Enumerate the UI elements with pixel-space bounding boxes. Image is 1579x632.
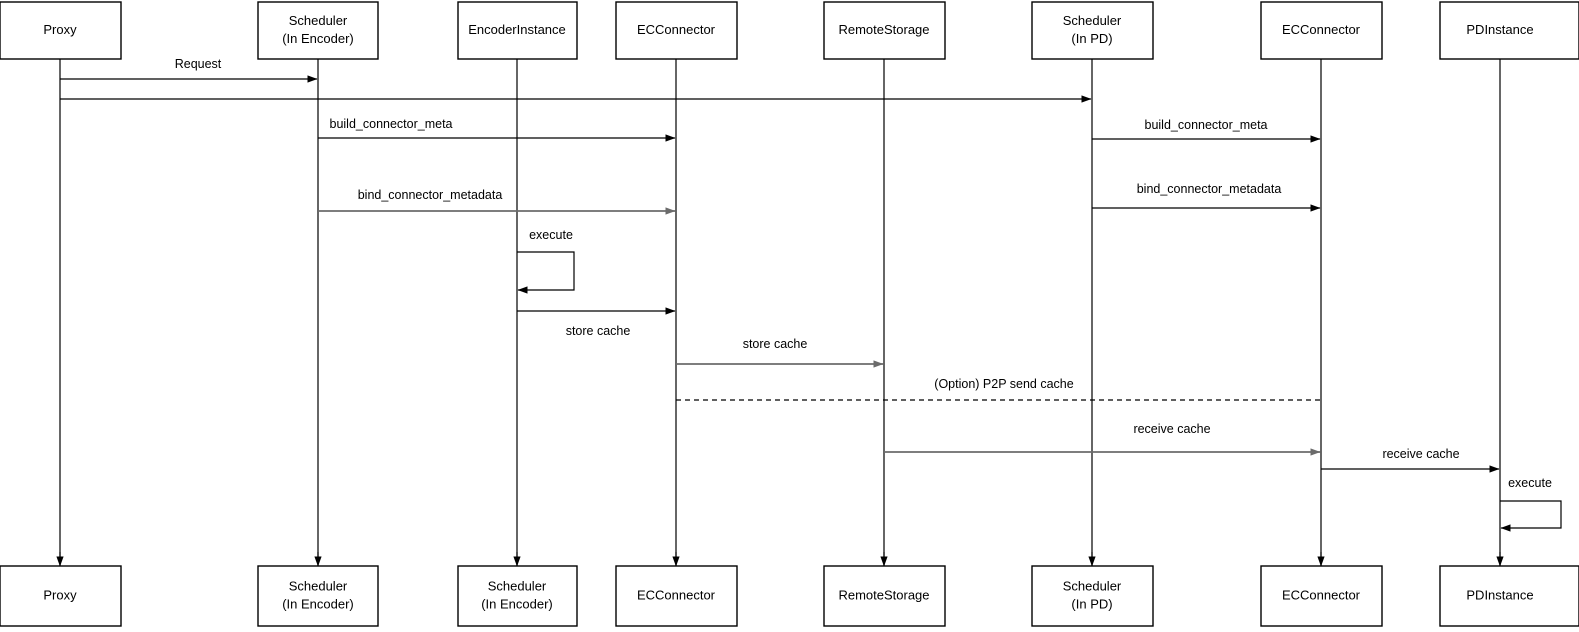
participant-label: ECConnector [1282, 587, 1361, 602]
participant-sublabel: (In PD) [1071, 596, 1112, 611]
participant-remote_storage-top[interactable]: RemoteStorage [823, 1, 946, 60]
message-m5[interactable]: bind_connector_metadata [318, 188, 676, 215]
messages-layer: Request build_connector_meta build_connect… [60, 57, 1500, 473]
participant-encoder_instance-bottom[interactable]: Scheduler (In Encoder) [457, 565, 578, 627]
participant-box [1260, 565, 1383, 627]
self-message-s2[interactable]: execute [1500, 476, 1562, 532]
participant-pd_instance-bottom[interactable]: PDInstance [1439, 565, 1579, 627]
participant-remote_storage-bottom[interactable]: RemoteStorage [823, 565, 946, 627]
message-m4[interactable]: build_connector_meta [1092, 118, 1321, 143]
self-message-label: execute [1508, 476, 1552, 490]
message-label: store cache [743, 337, 808, 351]
self-messages-layer: execute execute [517, 228, 1562, 532]
message-m11[interactable]: receive cache [1321, 447, 1500, 473]
participant-box [0, 1, 122, 60]
participant-label: ECConnector [637, 22, 716, 37]
participant-sublabel: (In PD) [1071, 31, 1112, 46]
message-label: bind_connector_metadata [358, 188, 503, 202]
participant-box [1439, 1, 1579, 60]
participant-label: Scheduler [1063, 578, 1122, 593]
participant-sublabel: (In Encoder) [282, 596, 354, 611]
participant-proxy-bottom[interactable]: Proxy [0, 565, 122, 627]
participant-proxy-top[interactable]: Proxy [0, 1, 122, 60]
self-message-path [1500, 500, 1562, 532]
participant-ecconnector_pd-top[interactable]: ECConnector [1260, 1, 1383, 60]
message-m7[interactable]: store cache [517, 307, 676, 338]
participant-box [257, 1, 379, 60]
participant-sublabel: (In Encoder) [481, 596, 553, 611]
self-message-label: execute [529, 228, 573, 242]
participant-box [1031, 1, 1154, 60]
participant-box [1260, 1, 1383, 60]
message-label: receive cache [1133, 422, 1210, 436]
message-label: Request [175, 57, 222, 71]
message-label: store cache [566, 324, 631, 338]
message-m3[interactable]: build_connector_meta [318, 117, 676, 142]
participant-encoder_instance-top[interactable]: EncoderInstance [457, 1, 578, 60]
participant-ecconnector_enc-top[interactable]: ECConnector [615, 1, 738, 60]
bottom-participant-boxes-layer: Proxy Scheduler (In Encoder) Scheduler (In E… [0, 552, 1579, 627]
message-m6[interactable]: bind_connector_metadata [1092, 182, 1321, 212]
message-label: build_connector_meta [330, 117, 453, 131]
lifelines-layer [59, 59, 1501, 566]
participant-label: RemoteStorage [838, 587, 929, 602]
participant-label: ECConnector [1282, 22, 1361, 37]
participant-sublabel: (In Encoder) [282, 31, 354, 46]
participant-label: Scheduler [289, 13, 348, 28]
message-m1[interactable]: Request [60, 57, 318, 83]
participant-label: EncoderInstance [468, 22, 566, 37]
participant-box [1439, 565, 1579, 627]
message-label: build_connector_meta [1145, 118, 1268, 132]
participant-scheduler_enc-top[interactable]: Scheduler (In Encoder) [257, 1, 379, 60]
participant-box [457, 565, 578, 627]
participant-label: Scheduler [488, 578, 547, 593]
participant-label: Scheduler [1063, 13, 1122, 28]
top-participant-boxes-layer: Proxy Scheduler (In Encoder) EncoderInstanc… [0, 1, 1579, 60]
message-m10[interactable]: receive cache [884, 422, 1321, 456]
participant-box [615, 565, 738, 627]
participant-pd_instance-top[interactable]: PDInstance [1439, 1, 1579, 60]
participant-label: PDInstance [1466, 22, 1533, 37]
participant-label: RemoteStorage [838, 22, 929, 37]
participant-label: Scheduler [289, 578, 348, 593]
message-label: receive cache [1382, 447, 1459, 461]
participant-ecconnector_enc-bottom[interactable]: ECConnector [615, 565, 738, 627]
message-m8[interactable]: store cache [676, 337, 884, 368]
self-message-s1[interactable]: execute [517, 228, 575, 294]
participant-box [615, 1, 738, 60]
participant-scheduler_pd-bottom[interactable]: Scheduler (In PD) [1031, 565, 1154, 627]
participant-label: PDInstance [1466, 587, 1533, 602]
participant-box [0, 565, 122, 627]
participant-label: Proxy [43, 587, 77, 602]
message-label: (Option) P2P send cache [934, 377, 1073, 391]
self-message-path [517, 251, 575, 294]
participant-scheduler_enc-bottom[interactable]: Scheduler (In Encoder) [257, 565, 379, 627]
participant-label: ECConnector [637, 587, 716, 602]
participant-scheduler_pd-top[interactable]: Scheduler (In PD) [1031, 1, 1154, 60]
message-m9[interactable]: (Option) P2P send cache [676, 377, 1321, 401]
participant-box [457, 1, 578, 60]
participant-ecconnector_pd-bottom[interactable]: ECConnector [1260, 565, 1383, 627]
participant-box [823, 1, 946, 60]
participant-box [823, 565, 946, 627]
participant-box [1031, 565, 1154, 627]
participant-label: Proxy [43, 22, 77, 37]
participant-box [257, 565, 379, 627]
message-label: bind_connector_metadata [1137, 182, 1282, 196]
